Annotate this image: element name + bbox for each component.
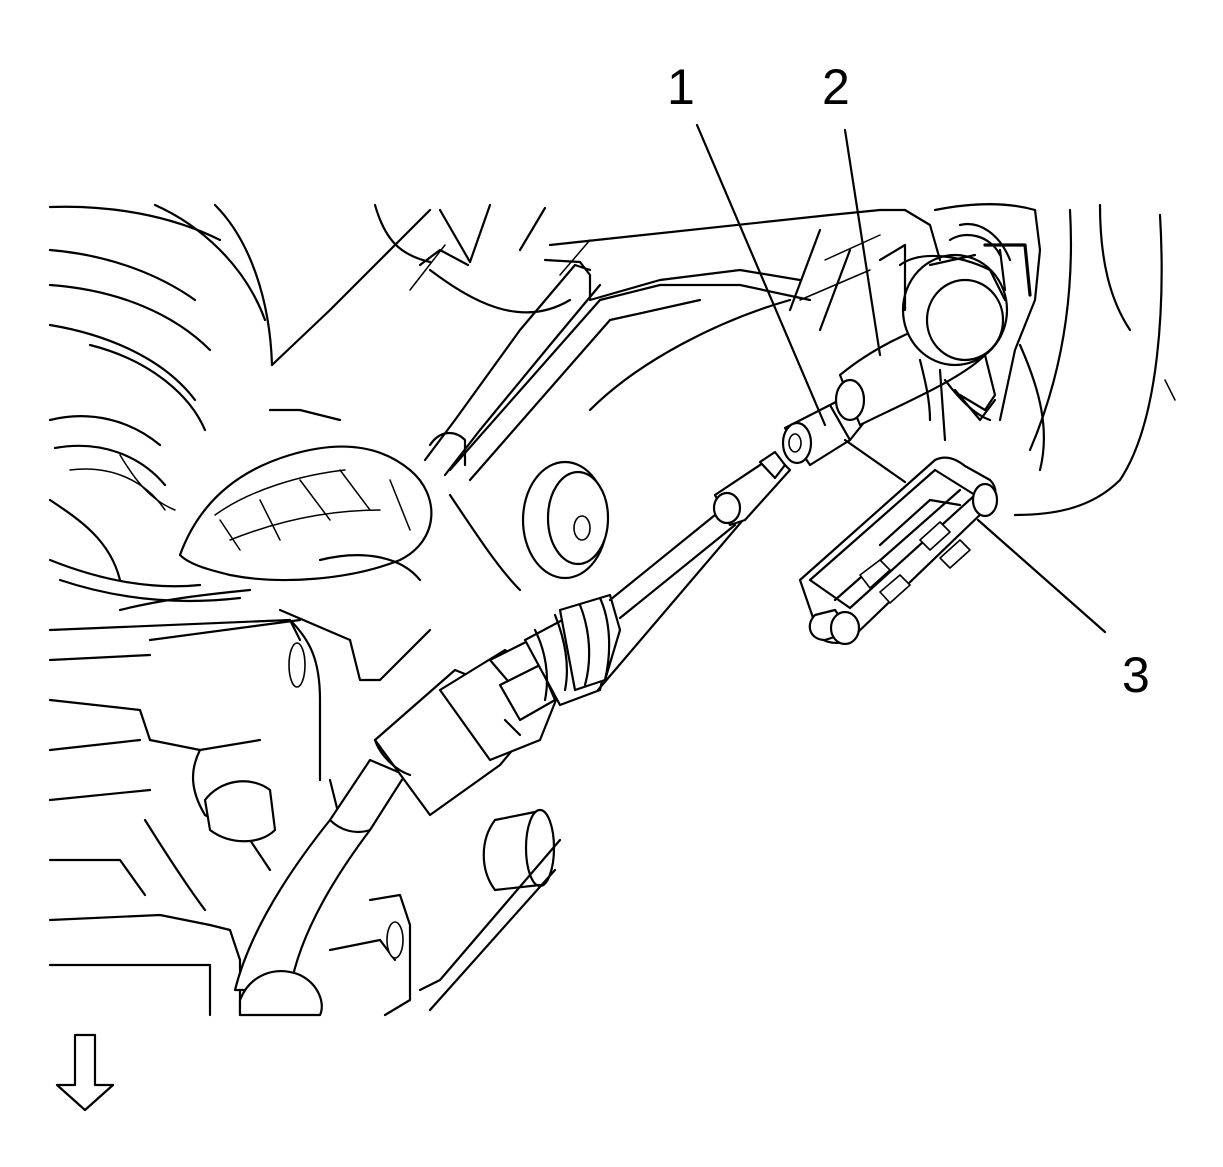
spare-wheel-well [48,203,274,603]
leader-line-3 [976,518,1107,634]
callout-2: 2 [822,59,850,115]
leader-lines [695,123,1107,634]
leader-line-2 [843,128,882,357]
callout-3: 3 [1122,647,1150,703]
floor-mound [118,445,433,642]
arrow-down-icon [55,1033,115,1112]
leader-line-1b [843,438,907,484]
inner-cable [596,450,792,692]
lower-structure [48,618,562,1017]
cable-conduit [233,758,407,1017]
callout-1: 1 [667,59,695,115]
leader-line-1 [695,123,827,427]
mounting-panel [788,203,1176,517]
floor-grommets [482,460,610,892]
floor-crossmember [268,203,882,682]
bellcrank-housing [834,243,1032,442]
cable-connector [373,593,622,817]
retainer-clip [798,456,999,646]
